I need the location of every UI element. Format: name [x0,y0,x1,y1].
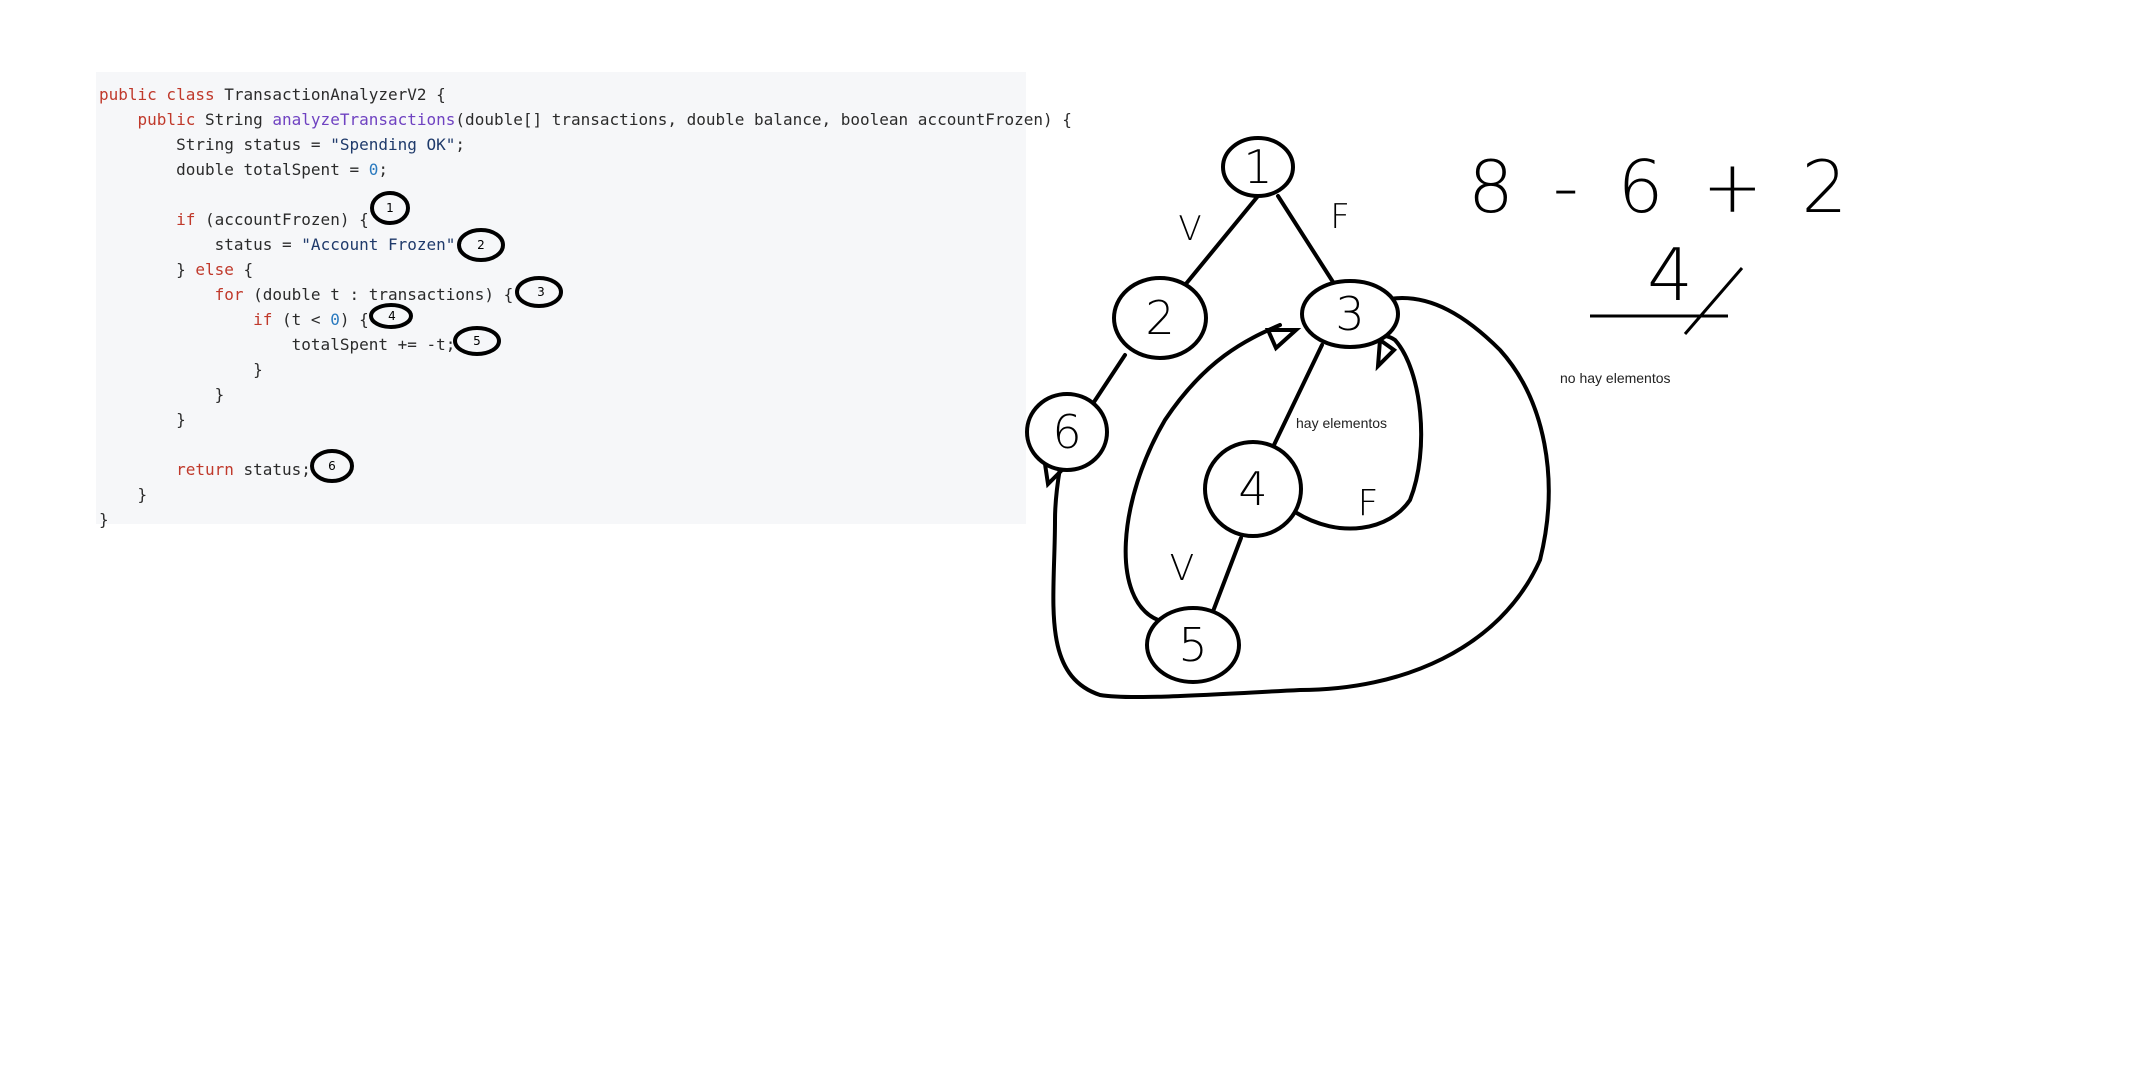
complexity-formula: 8 - 6 + 2 4 [1468,145,1855,335]
formula-check-stroke [1683,267,1744,335]
code-markers: 1 2 3 4 5 6 [310,191,563,483]
formula-result: 4 [1647,233,1693,317]
edge-4-5 [1210,536,1243,616]
node-4-circle [1203,440,1303,538]
code-marker-2-ring [457,228,505,262]
edge-5-3 [1123,323,1282,622]
edge-4-3-false [1293,333,1424,531]
node-5-label: 5 [1178,618,1207,672]
node-6-label: 6 [1052,405,1081,459]
code-marker-5-ring [453,326,501,356]
edge-label-f-4-3: F [1358,483,1379,524]
edge-1-2 [1183,194,1260,287]
code-marker-6: 6 [328,459,336,473]
node-5-circle [1145,606,1241,684]
edge-2-6 [1090,353,1127,407]
edge-1-3 [1276,194,1335,284]
edge-3-6-exit [1051,296,1551,700]
node-6-circle [1025,392,1109,472]
node-2-circle [1112,276,1208,360]
node-2-label: 2 [1145,291,1174,345]
code-marker-6-ring [310,449,354,483]
edge-label-v-4-5: V [1170,548,1195,589]
note-hay-elementos: hay elementos [1296,415,1387,431]
code-marker-1-ring [370,191,410,225]
formula-expression: 8 - 6 + 2 [1468,145,1855,229]
node-3-circle [1300,279,1400,349]
code-marker-4-ring [369,303,413,329]
code-marker-3-ring [515,276,563,308]
node-3-label: 3 [1335,287,1364,341]
graph-nodes: 1 2 3 4 5 6 [1025,136,1400,684]
node-1-circle [1221,136,1295,198]
code-marker-4: 4 [388,309,396,323]
node-4-label: 4 [1238,462,1267,516]
edge-label-f-1-3: F [1330,197,1350,237]
code-marker-3: 3 [537,285,545,299]
code-marker-1: 1 [386,201,394,215]
note-no-hay-elementos: no hay elementos [1560,370,1671,386]
code-block: public class TransactionAnalyzerV2 { pub… [99,85,1072,529]
edge-5-3-arrowhead [1264,328,1302,352]
edge-4-3-arrowhead [1375,336,1398,372]
edge-label-v-1-2: V [1178,209,1201,249]
edge-labels: V F F V hay elementos no hay elementos [1170,197,1671,589]
graph-edges [1042,194,1551,700]
edge-3-4 [1271,343,1324,449]
node-1-label: 1 [1243,140,1272,194]
code-marker-2: 2 [477,238,485,252]
code-marker-5: 5 [473,334,481,348]
code-panel: public class TransactionAnalyzerV2 { pub… [96,72,1072,529]
